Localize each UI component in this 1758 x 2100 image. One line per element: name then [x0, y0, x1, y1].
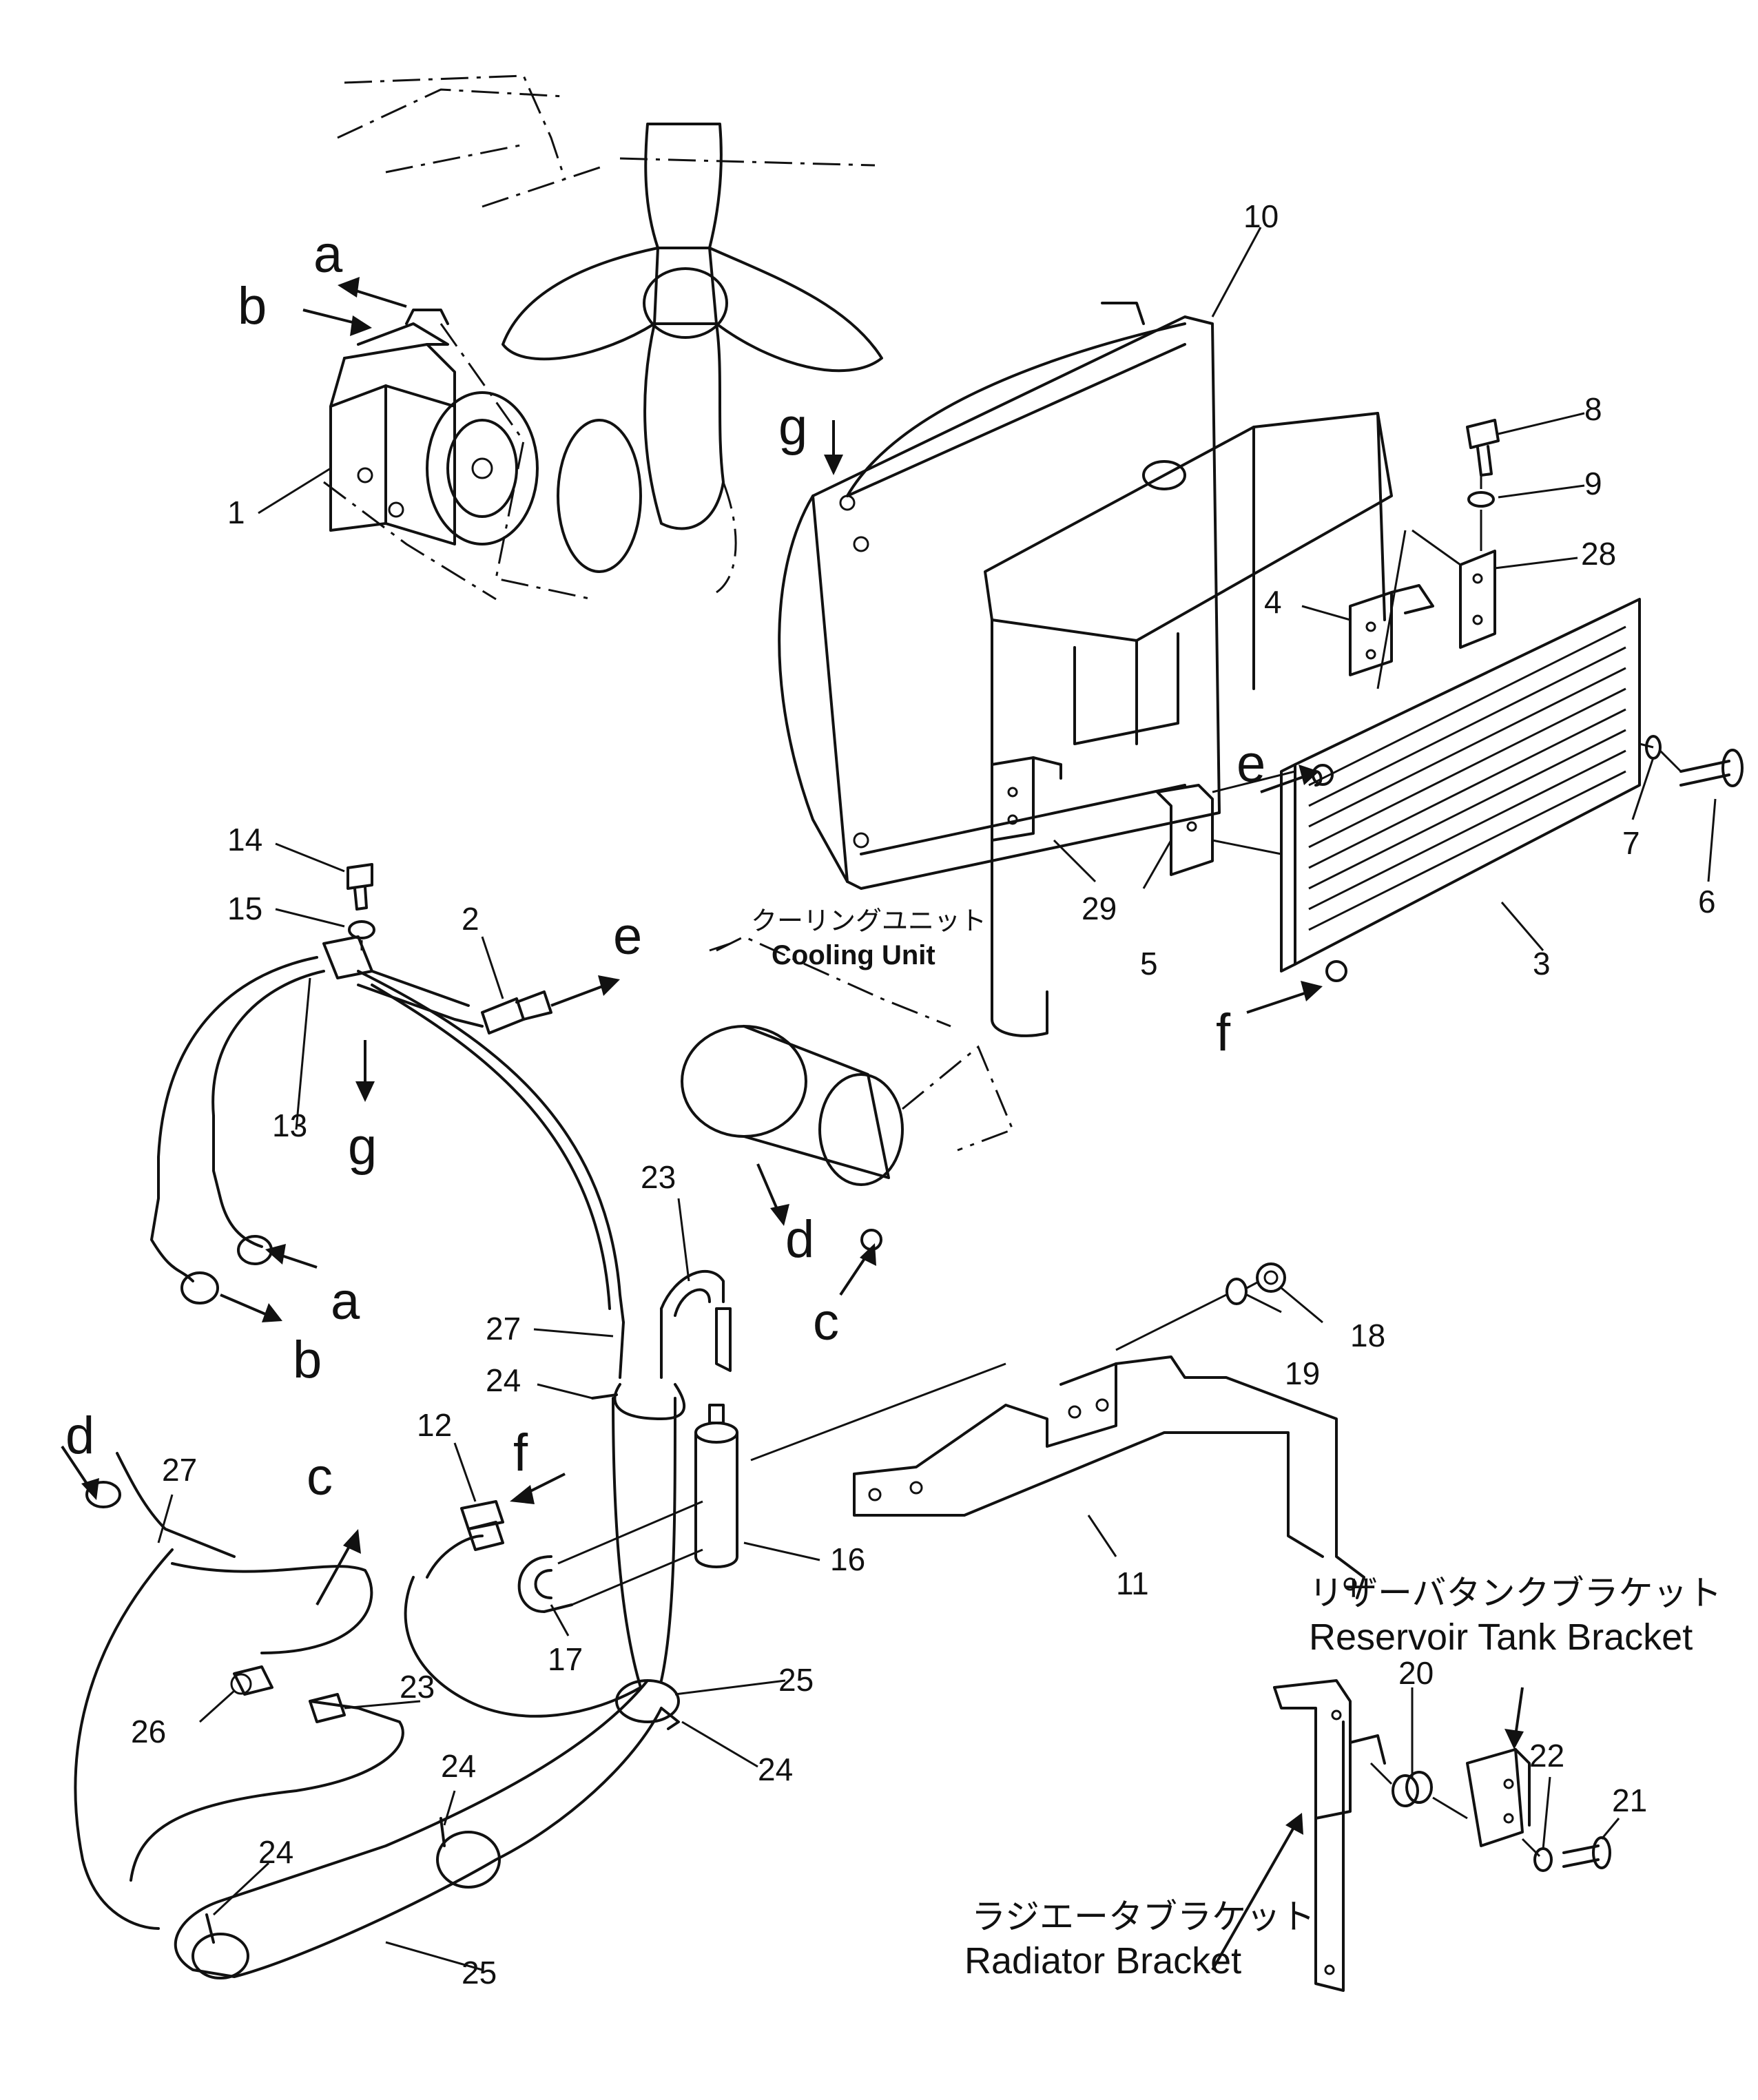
washer-part-22 [1533, 1847, 1553, 1872]
cooling-unit-assembly [681, 935, 1014, 1251]
callout-28: 28 [1581, 536, 1616, 572]
callout-24-upper: 24 [486, 1362, 521, 1398]
radiator-bracket-label-jp: ラジエータブラケット [971, 1897, 1315, 1937]
letter-c-left: c [307, 1448, 333, 1506]
reservoir-tank-bracket [1466, 1748, 1531, 1847]
callout-1: 1 [227, 495, 245, 530]
callout-27-upper: 27 [486, 1311, 521, 1347]
callout-numbers: 1 10 8 9 28 4 7 6 3 5 29 14 15 2 13 23 2… [131, 198, 1716, 1990]
fan-shroud-part-10 [778, 302, 1221, 890]
callout-2: 2 [462, 901, 479, 937]
callout-3: 3 [1533, 946, 1551, 981]
letter-d-left: d [65, 1406, 94, 1465]
bolt-part-8 [1466, 419, 1500, 477]
nut-part-18 [1256, 1262, 1286, 1293]
fitting-part-12 [460, 1500, 504, 1530]
text-labels: クーリングユニット Cooling Unit リザーバタンクブラケット Rese… [751, 906, 1722, 1982]
hose-routing [74, 956, 732, 1979]
bracket-part-5 [1156, 784, 1214, 876]
bolt-part-14 [347, 863, 373, 911]
callout-18: 18 [1350, 1318, 1385, 1353]
reservoir-bracket-label-jp: リザーバタンクブラケット [1309, 1573, 1722, 1613]
radiator-bracket-label-en: Radiator Bracket [964, 1940, 1241, 1982]
letter-e-condenser: e [1237, 735, 1265, 793]
letter-b-compressor: b [238, 277, 267, 335]
reservoir-bracket-label-en: Reservoir Tank Bracket [1309, 1616, 1693, 1658]
callout-25-upper: 25 [778, 1662, 814, 1698]
engine-context [323, 74, 876, 601]
bolt-part-21 [1562, 1836, 1611, 1869]
bolt-part-6 [1679, 749, 1744, 787]
letter-b-hose: b [293, 1331, 322, 1389]
reservoir-bracket-part-11 [853, 1355, 1365, 1599]
callout-16: 16 [830, 1541, 865, 1577]
callout-6: 6 [1698, 884, 1716, 919]
radiator-bracket [1273, 1679, 1386, 1992]
cooling-fan [501, 123, 883, 594]
clamp-part-13 [322, 935, 373, 979]
letter-g-hose: g [348, 1117, 377, 1176]
letter-f-condenser: f [1216, 1004, 1231, 1062]
callout-24-right: 24 [758, 1751, 793, 1787]
bracket-part-28 [1459, 550, 1496, 649]
washer-part-15 [348, 920, 375, 939]
letter-a-compressor: a [313, 225, 343, 284]
cooling-unit-label-en: Cooling Unit [772, 940, 935, 970]
assembly-guide-lines [360, 475, 1682, 1858]
letter-f-hose: f [513, 1424, 528, 1482]
callout-21: 21 [1612, 1782, 1647, 1818]
callout-5: 5 [1140, 946, 1158, 981]
radiator [984, 412, 1393, 1037]
fitting-part-2 [481, 990, 552, 1035]
callout-11: 11 [1116, 1566, 1149, 1601]
letter-g-shroud: g [778, 397, 807, 456]
letter-d-unit: d [785, 1210, 814, 1269]
callout-14: 14 [227, 822, 262, 857]
callout-15: 15 [227, 891, 262, 926]
washer-part-9 [1467, 491, 1495, 508]
clamp-part-24 [205, 1393, 680, 1944]
callout-9: 9 [1584, 466, 1602, 501]
letter-a-hose: a [331, 1272, 360, 1331]
condenser-part-3 [1280, 598, 1641, 982]
callout-23-upper: 23 [641, 1159, 676, 1195]
callout-10: 10 [1243, 198, 1279, 234]
callout-25-lower: 25 [462, 1955, 497, 1990]
bracket-part-4 [1349, 584, 1434, 676]
callout-24-lower: 24 [258, 1834, 293, 1870]
letter-c-unit: c [813, 1293, 839, 1351]
leader-lines [157, 227, 1717, 1971]
callout-7: 7 [1622, 825, 1640, 861]
callout-26: 26 [131, 1714, 166, 1749]
letter-e-hose: e [613, 907, 642, 966]
direction-arrows [61, 277, 1524, 1971]
cooling-unit-label-jp: クーリングユニット [751, 906, 986, 936]
fitting-part-26 [230, 1665, 273, 1696]
connection-letters: a b g e f e g a b d c d c f [65, 225, 1265, 1506]
callout-24-mid: 24 [441, 1748, 476, 1784]
washer-part-19 [1226, 1278, 1248, 1305]
spacer-part-20 [1392, 1771, 1433, 1807]
callout-27-lower: 27 [162, 1452, 197, 1488]
callout-4: 4 [1264, 584, 1282, 620]
callout-23-lower: 23 [400, 1669, 435, 1705]
callout-17: 17 [548, 1641, 583, 1677]
fitting-part-23-lower [309, 1693, 346, 1723]
callout-19: 19 [1285, 1355, 1320, 1391]
callout-20: 20 [1398, 1655, 1434, 1691]
callout-22: 22 [1529, 1738, 1564, 1774]
callout-8: 8 [1584, 391, 1602, 427]
callout-29: 29 [1082, 891, 1117, 926]
callout-12: 12 [417, 1407, 452, 1443]
callout-13: 13 [272, 1108, 307, 1143]
compressor-part-1 [329, 309, 539, 545]
bracket-part-29 [991, 756, 1062, 842]
receiver-drier-part-16 [694, 1404, 738, 1568]
